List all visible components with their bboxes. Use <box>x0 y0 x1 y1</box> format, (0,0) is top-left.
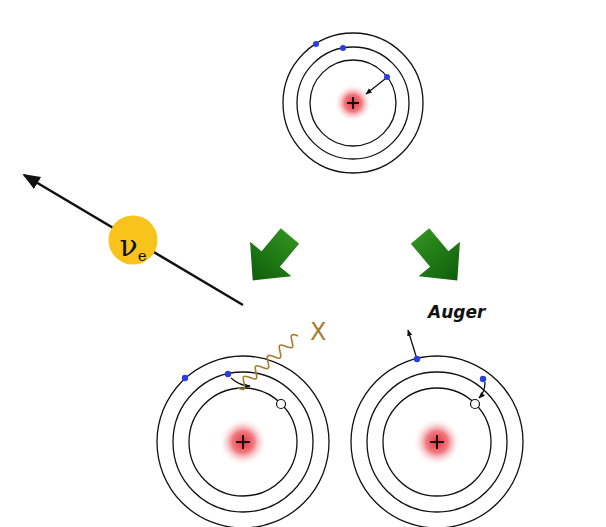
atom-auger <box>351 330 523 527</box>
particle-circle: νe <box>108 215 158 265</box>
neutrino-arrow <box>24 175 243 305</box>
branch-arrow <box>232 219 311 298</box>
branch-arrow <box>399 219 478 298</box>
atom-xray <box>157 335 329 527</box>
atom-initial <box>283 33 423 173</box>
auger-label: Auger <box>428 302 485 322</box>
xray-wave <box>238 335 298 390</box>
particle-holder: νe <box>108 215 158 265</box>
particle-symbol: νe <box>119 228 146 265</box>
xray-label: X <box>310 318 326 346</box>
